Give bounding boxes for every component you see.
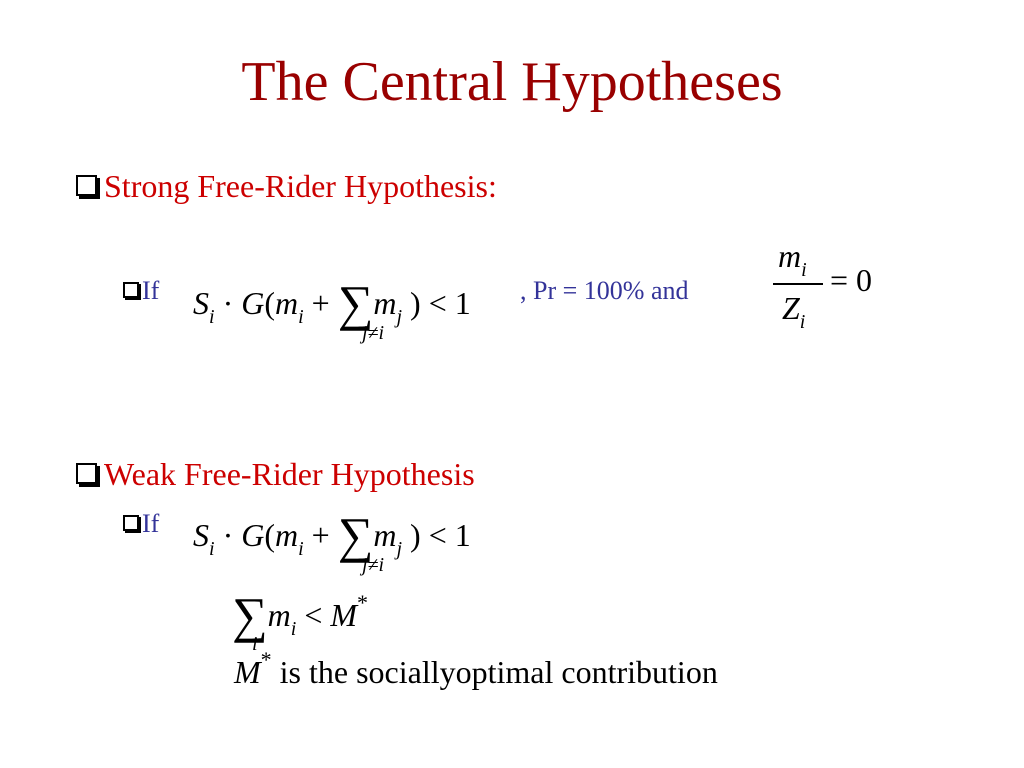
symbol-S: S xyxy=(193,517,209,553)
subscript-i: i xyxy=(799,311,806,333)
weak-heading-text: Weak Free-Rider Hypothesis xyxy=(104,456,475,492)
symbol-m: m xyxy=(267,597,291,633)
strong-condition-expression: Si · G(mi + ∑mj ) < 1 xyxy=(193,268,471,331)
symbol-M: M xyxy=(234,654,261,690)
subscript-i: i xyxy=(298,538,304,560)
slide-title: The Central Hypotheses xyxy=(241,51,783,113)
symbol-m: m xyxy=(373,285,397,321)
operator-plus: + xyxy=(311,285,330,321)
paren-left: ( xyxy=(264,517,275,553)
summation-sign: ∑ xyxy=(337,507,374,563)
operator-less-than: < xyxy=(428,285,447,321)
optimal-contribution-note: M* is the sociallyoptimal contribution xyxy=(234,647,718,691)
symbol-G: G xyxy=(241,517,265,553)
operator-dot: · xyxy=(222,517,234,553)
strong-sum-index: j≠i xyxy=(362,322,385,344)
symbol-G: G xyxy=(241,285,265,321)
symbol-m: m xyxy=(274,517,299,553)
fraction-equals-zero: = 0 xyxy=(830,262,873,298)
superscript-star: * xyxy=(260,647,272,672)
weak-sum-line-index: i xyxy=(252,633,258,655)
superscript-star: * xyxy=(357,590,369,615)
symbol-Z: Z xyxy=(782,290,800,326)
hollow-square-bullet-icon xyxy=(76,463,97,484)
weak-if-bullet: If xyxy=(123,509,159,539)
symbol-m: m xyxy=(274,285,299,321)
fraction-bar xyxy=(773,283,823,285)
strong-if-label: If xyxy=(142,276,160,305)
operator-less-than: < xyxy=(304,597,323,633)
subscript-j: j xyxy=(396,306,403,328)
paren-right: ) xyxy=(410,517,421,553)
symbol-m: m xyxy=(778,238,802,274)
number-one: 1 xyxy=(454,517,471,553)
strong-hypothesis-heading: Strong Free-Rider Hypothesis: xyxy=(76,168,497,205)
paren-right: ) xyxy=(410,285,421,321)
symbol-m: m xyxy=(373,517,397,553)
strong-if-bullet: If xyxy=(123,276,159,306)
symbol-M: M xyxy=(330,597,358,633)
subscript-i: i xyxy=(801,259,807,281)
subscript-j: j xyxy=(396,538,403,560)
subscript-i: i xyxy=(209,538,215,560)
weak-hypothesis-heading: Weak Free-Rider Hypothesis xyxy=(76,456,475,493)
operator-plus: + xyxy=(311,517,330,553)
subscript-i: i xyxy=(290,618,297,640)
paren-left: ( xyxy=(264,285,275,321)
operator-less-than: < xyxy=(428,517,447,553)
weak-condition-expression: Si · G(mi + ∑mj ) < 1 xyxy=(193,500,471,563)
weak-sum-index: j≠i xyxy=(362,554,385,576)
hollow-square-bullet-icon xyxy=(123,515,139,531)
weak-sum-constraint: ∑mi < M* xyxy=(232,580,369,643)
strong-connector-text: , Pr = 100% and xyxy=(520,276,689,305)
fraction-numerator: mi xyxy=(778,238,807,281)
strong-heading-text: Strong Free-Rider Hypothesis: xyxy=(104,168,497,204)
note-text: is the sociallyoptimal contribution xyxy=(279,654,718,690)
hollow-square-bullet-icon xyxy=(123,282,139,298)
fraction-denominator: Zi xyxy=(782,290,805,333)
hollow-square-bullet-icon xyxy=(76,175,97,196)
summation-sign: ∑ xyxy=(232,587,268,643)
summation-sign: ∑ xyxy=(337,275,374,331)
symbol-S: S xyxy=(193,285,209,321)
weak-if-label: If xyxy=(142,509,160,538)
number-one: 1 xyxy=(454,285,471,321)
subscript-i: i xyxy=(298,306,304,328)
operator-dot: · xyxy=(222,285,234,321)
subscript-i: i xyxy=(209,306,215,328)
